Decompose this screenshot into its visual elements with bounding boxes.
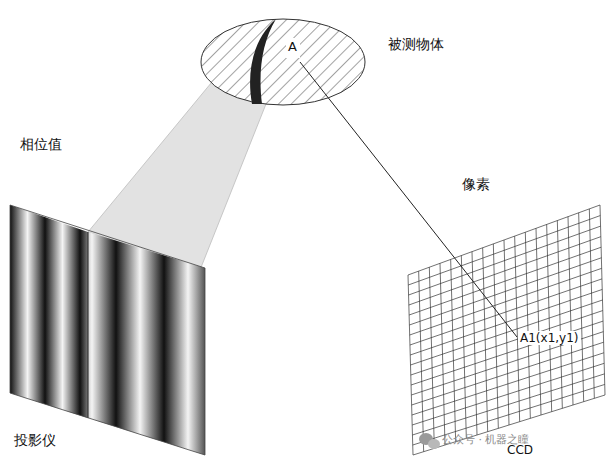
grid-line: [412, 363, 604, 425]
measured-object: [201, 19, 365, 105]
ccd-grid: [408, 205, 605, 455]
fringe-stripe: [250, 19, 276, 104]
fringe-pattern: [88, 232, 205, 455]
grid-line: [411, 332, 603, 395]
grid-line: [410, 268, 602, 335]
grid-line: [412, 342, 604, 405]
grid-line: [410, 279, 602, 345]
image-point-label: A1(x1,y1): [518, 331, 581, 345]
point-label: A: [288, 39, 297, 55]
divider-line: [88, 232, 89, 418]
grid-line: [413, 395, 605, 455]
phase-label: 相位值: [20, 136, 62, 153]
object-label: 被测物体: [388, 36, 444, 53]
projector-label: 投影仪: [14, 432, 56, 449]
grid-line: [412, 353, 604, 415]
wechat-icon: [419, 433, 440, 449]
grid-line: [411, 311, 603, 375]
grid-line: [411, 300, 603, 365]
grid-line: [410, 289, 602, 355]
grid-line: [408, 205, 600, 275]
ray-line: [300, 62, 517, 337]
grid-line: [409, 258, 601, 325]
grid-line: [408, 216, 600, 285]
pixel-label: 像素: [462, 176, 490, 193]
projector-frame: [10, 205, 205, 455]
watermark: 公众号 · 机器之瞳: [442, 433, 530, 446]
grid-line: [409, 247, 601, 315]
fringe-pattern: [10, 205, 88, 418]
grid-line: [409, 237, 601, 305]
grid-line: [411, 321, 603, 385]
